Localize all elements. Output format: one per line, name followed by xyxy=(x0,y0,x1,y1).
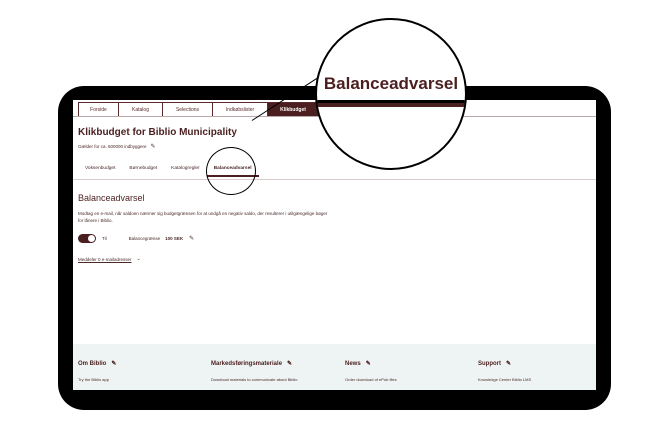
nav-tab-selections[interactable]: Selections xyxy=(162,102,212,117)
footer-heading: News xyxy=(345,360,361,367)
page-subtitle: Gælder for ca. 600000 indbyggere ✎ xyxy=(78,143,156,150)
footer-link[interactable]: Order download of ePub files xyxy=(345,377,397,382)
footer-heading: Om Biblio xyxy=(78,360,107,367)
footer-col-om-biblio: Om Biblio ✎ Try the Biblio app xyxy=(78,360,117,383)
magnified-tab-underline xyxy=(317,103,465,107)
balance-limit-value: 100 SEK xyxy=(165,236,184,241)
subtab-katalogregler[interactable]: Katalogregler xyxy=(171,166,200,171)
magnified-tab-label: Balanceadvarsel xyxy=(323,74,459,93)
footer-heading: Markedsføringsmateriale xyxy=(211,360,283,367)
footer-link[interactable]: Knowledge Center Biblio LMS xyxy=(478,377,532,382)
top-navigation: Forside Katalog Selections Indkøbslister… xyxy=(78,102,319,117)
nav-tab-forside[interactable]: Forside xyxy=(78,102,118,117)
footer-link[interactable]: Download materials to communicate about … xyxy=(211,377,298,382)
footer-col-marketing: Markedsføringsmateriale ✎ Download materi… xyxy=(211,360,298,383)
alert-toggle[interactable] xyxy=(78,234,96,243)
highlight-circle xyxy=(206,147,256,195)
chevron-down-icon[interactable]: ⌄ xyxy=(136,256,141,262)
footer-heading: Support xyxy=(478,360,501,367)
footer-col-support: Support ✎ Knowledge Center Biblio LMS xyxy=(478,360,532,383)
edit-limit-pencil-icon[interactable]: ✎ xyxy=(189,236,195,242)
section-title: Balanceadvarsel xyxy=(78,193,145,203)
email-recipients-link[interactable]: Meddeler 0 e-mailadresser xyxy=(78,256,132,262)
toggle-knob xyxy=(88,235,95,242)
subtab-voksenbudget[interactable]: Voksenbudget xyxy=(85,166,116,171)
edit-pencil-icon[interactable]: ✎ xyxy=(287,361,293,367)
edit-pencil-icon[interactable]: ✎ xyxy=(365,361,371,367)
footer-link[interactable]: Try the Biblio app xyxy=(78,377,109,382)
balance-alert-row: Til Balancegrænse 100 SEK ✎ xyxy=(78,234,194,243)
population-text: Gælder for ca. 600000 indbyggere xyxy=(78,144,147,149)
section-description: Modtag en e-mail, når saldoen nærmer sig… xyxy=(78,211,328,223)
footer-col-news: News ✎ Order download of ePub files xyxy=(345,360,397,383)
footer: Om Biblio ✎ Try the Biblio app Markedsfør… xyxy=(73,344,596,390)
app-screen: Forside Katalog Selections Indkøbslister… xyxy=(73,100,596,390)
subtab-bornebudget[interactable]: Børnebudget xyxy=(129,166,158,171)
magnifier-callout: Balanceadvarsel xyxy=(315,18,467,170)
balance-limit-label: Balancegrænse xyxy=(128,236,161,241)
edit-pencil-icon[interactable]: ✎ xyxy=(506,361,512,367)
page-title: Klikbudget for Biblio Municipality xyxy=(78,127,237,138)
toggle-label: Til xyxy=(102,236,107,241)
subtabs-divider xyxy=(73,179,596,180)
email-recipients[interactable]: Meddeler 0 e-mailadresser ⌄ xyxy=(78,256,141,262)
edit-pencil-icon[interactable]: ✎ xyxy=(111,361,117,367)
nav-tab-katalog[interactable]: Katalog xyxy=(118,102,162,117)
edit-pencil-icon[interactable]: ✎ xyxy=(150,144,156,150)
